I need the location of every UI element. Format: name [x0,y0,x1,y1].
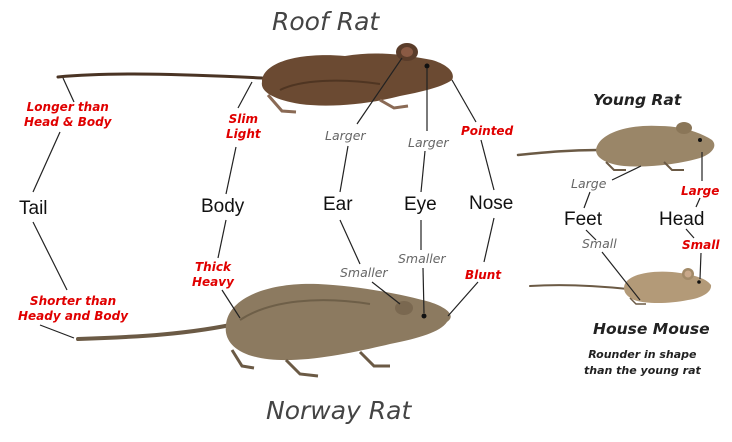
line-feet-mid-bottom [585,229,597,241]
mouse-feet-trait: Small [582,236,617,251]
roof-body-trait: Slim Light [226,112,261,141]
line-nose-mid-bottom [483,217,495,263]
line-tail-mid-top [32,131,61,193]
feature-nose: Nose [469,193,514,214]
line-feet-bottom [601,251,641,301]
norway-body-trait: Thick Heavy [192,260,234,289]
young-rat-title: Young Rat [593,91,682,109]
norway-tail-trait: Shorter than Heady and Body [18,294,129,323]
line-ear-top [356,57,403,125]
line-body-mid-bottom [217,219,227,259]
line-nose-mid-top [480,139,495,191]
line-tail-bottom [39,324,75,339]
line-ear-mid-bottom [339,219,361,265]
norway-rat-illustration [76,283,451,378]
line-nose-bottom [447,281,479,317]
feature-eye: Eye [404,194,437,215]
line-eye-mid-top [420,150,426,193]
line-body-bottom [221,289,241,319]
house-mouse-note: Rounder in shape than the young rat [584,348,701,377]
house-mouse-illustration [529,268,712,305]
young-head-trait: Large [681,184,720,198]
line-eye-bottom [422,267,425,314]
feature-body: Body [201,196,245,217]
line-ear-mid-top [339,145,349,193]
line-head-mid-top [695,197,701,208]
line-tail-mid-bottom [32,221,68,291]
norway-ear-trait: Smaller [340,265,388,280]
line-nose-top [451,79,477,123]
connector-lines [32,57,703,339]
line-body-top [237,81,253,109]
feature-feet: Feet [564,209,603,230]
young-rat-illustration [516,122,715,171]
feature-tail: Tail [19,198,48,219]
norway-nose-trait: Blunt [465,268,502,282]
line-head-bottom [699,252,702,280]
norway-rat-title: Norway Rat [266,396,412,425]
mouse-head-trait: Small [682,238,720,252]
norway-eye-trait: Smaller [398,251,446,266]
line-body-mid-top [225,146,237,195]
roof-tail-trait: Longer than Head & Body [24,100,112,129]
feature-ear: Ear [323,194,353,215]
line-tail-top [62,77,75,103]
house-mouse-title: House Mouse [593,320,710,338]
line-ear-bottom [371,281,401,305]
young-feet-trait: Large [571,176,607,191]
line-head-mid-bottom [685,228,695,239]
line-feet-top [611,165,642,181]
roof-rat-illustration [56,43,453,114]
roof-ear-trait: Larger [325,128,366,143]
roof-nose-trait: Pointed [461,124,514,138]
roof-rat-title: Roof Rat [272,7,380,36]
feature-head: Head [659,209,705,230]
line-feet-mid-top [583,191,591,209]
roof-eye-trait: Larger [408,135,449,150]
